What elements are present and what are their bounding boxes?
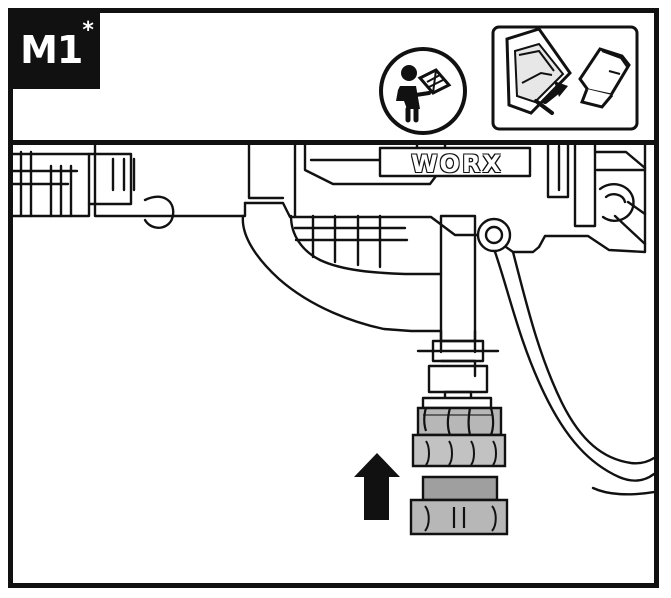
battery-install-icon bbox=[491, 25, 639, 131]
step-asterisk: * bbox=[82, 18, 93, 43]
pump-knob bbox=[476, 217, 512, 253]
worx-logo-box bbox=[378, 146, 532, 178]
step-badge: M1* bbox=[13, 13, 100, 89]
gun-body bbox=[93, 140, 647, 254]
pressure-washer-illustration bbox=[13, 140, 654, 583]
handle-grip-area bbox=[13, 150, 175, 229]
worx-logo-text: WORX bbox=[411, 150, 503, 178]
nozzle-assembly bbox=[409, 406, 509, 536]
upper-nozzle-ring bbox=[421, 396, 493, 410]
read-manual-icon bbox=[378, 46, 468, 136]
connector-lines bbox=[416, 329, 500, 354]
right-side-handle bbox=[487, 233, 654, 496]
header-strip: M1* bbox=[13, 13, 654, 145]
step-label: M1 bbox=[20, 28, 83, 72]
up-arrow bbox=[354, 453, 400, 520]
illustration-frame: M1* bbox=[8, 8, 659, 588]
front-housing bbox=[241, 214, 489, 408]
